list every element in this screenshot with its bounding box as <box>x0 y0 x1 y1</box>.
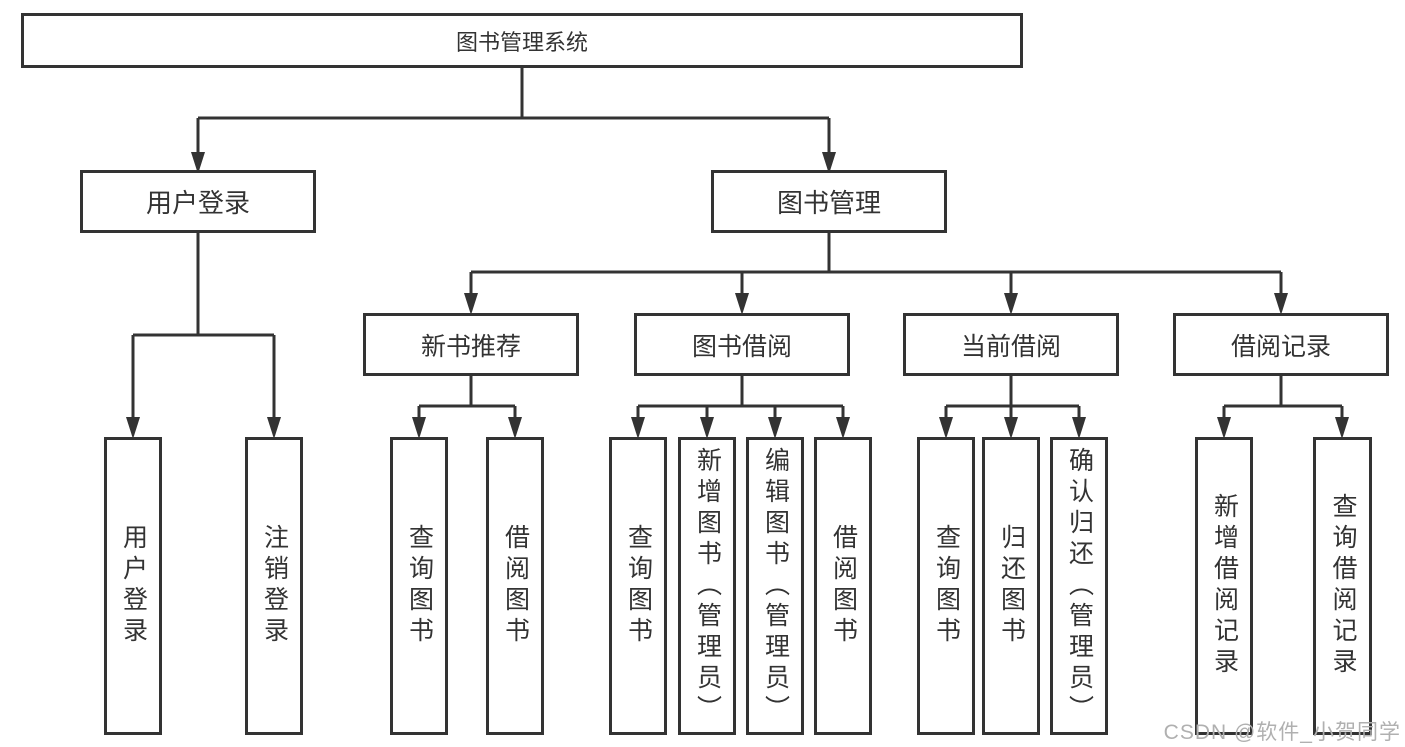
csdn-watermark: CSDN @软件_小贺同学 <box>1163 721 1401 744</box>
arrow-down-icon <box>1217 417 1231 439</box>
node-new-book-recommend: 新书推荐 <box>363 313 579 376</box>
arrow-down-icon <box>768 417 782 439</box>
arrow-down-icon <box>700 417 714 439</box>
arrow-down-icon <box>836 417 850 439</box>
arrow-down-icon <box>1004 293 1018 315</box>
arrow-down-icon <box>412 417 426 439</box>
arrow-down-icon <box>464 293 478 315</box>
node-leaf-bb-add-book-admin: 新增图书（管理员） <box>678 437 736 735</box>
arrow-down-icon <box>1072 417 1086 439</box>
node-leaf-br-query-record: 查询借阅记录 <box>1313 437 1372 735</box>
arrow-down-icon <box>508 417 522 439</box>
node-leaf-bb-edit-book-admin: 编辑图书（管理员） <box>746 437 804 735</box>
node-leaf-bb-borrow-book: 借阅图书 <box>814 437 872 735</box>
arrow-down-icon <box>939 417 953 439</box>
arrow-down-icon <box>1274 293 1288 315</box>
node-leaf-cb-confirm-return-admin: 确认归还（管理员） <box>1050 437 1108 735</box>
node-borrow-record: 借阅记录 <box>1173 313 1389 376</box>
node-leaf-cb-return-book: 归还图书 <box>982 437 1040 735</box>
arrow-down-icon <box>267 417 281 439</box>
node-leaf-br-add-record: 新增借阅记录 <box>1195 437 1253 735</box>
node-root-system: 图书管理系统 <box>21 13 1023 68</box>
arrow-down-icon <box>191 152 205 174</box>
arrow-down-icon <box>126 417 140 439</box>
arrow-down-icon <box>822 152 836 174</box>
arrow-down-icon <box>631 417 645 439</box>
node-current-borrow: 当前借阅 <box>903 313 1119 376</box>
arrowheads <box>126 152 1349 439</box>
node-leaf-bb-query-book: 查询图书 <box>609 437 667 735</box>
arrow-down-icon <box>1335 417 1349 439</box>
connector-path <box>131 68 1344 423</box>
node-leaf-cb-query-book: 查询图书 <box>917 437 975 735</box>
node-leaf-logout: 注销登录 <box>245 437 303 735</box>
node-leaf-user-login: 用户登录 <box>104 437 162 735</box>
node-leaf-nbr-query-book: 查询图书 <box>390 437 448 735</box>
arrow-down-icon <box>1004 417 1018 439</box>
node-user-login: 用户登录 <box>80 170 316 233</box>
node-book-borrow: 图书借阅 <box>634 313 850 376</box>
arrow-down-icon <box>735 293 749 315</box>
node-leaf-nbr-borrow-book: 借阅图书 <box>486 437 544 735</box>
node-book-management: 图书管理 <box>711 170 947 233</box>
